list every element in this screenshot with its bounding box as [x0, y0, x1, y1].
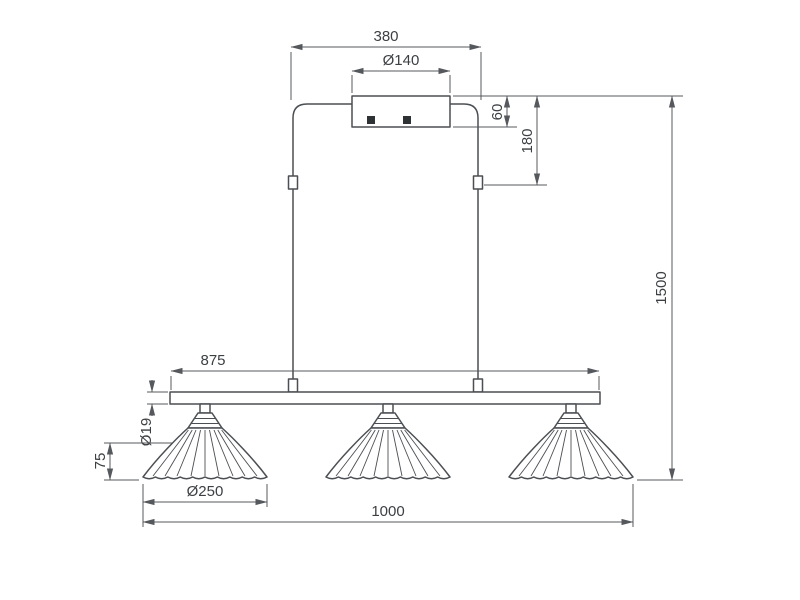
dim-tube-diameter-label: Ø19 [138, 418, 155, 446]
canopy-screw-left [367, 116, 375, 124]
shade-right [508, 403, 634, 480]
right-arm-rod [450, 103, 479, 392]
dim-canopy-diameter-label: Ø140 [383, 52, 420, 69]
rod-connector-lower-right [472, 378, 484, 393]
rod-connector-lower-left [287, 378, 299, 393]
dim-drop-to-joint-label: 180 [519, 128, 536, 153]
canopy-screw-right [403, 116, 411, 124]
dim-canopy-height-label: 60 [489, 104, 506, 121]
dimension-annotations: 380 Ø140 60 180 1500 875 [92, 28, 683, 527]
shade-left [142, 403, 268, 480]
dim-shade-diameter: Ø250 [142, 483, 268, 527]
rod-connector-upper-left [287, 175, 299, 190]
dim-shade-height-label: 75 [92, 453, 109, 470]
dim-bar-length-label: 875 [200, 352, 225, 369]
dim-shade-height: 75 [92, 442, 172, 481]
pendant-lamp-fixture [142, 95, 634, 480]
dim-span-top: 380 [290, 28, 482, 100]
dim-drop-to-joint: 180 [484, 95, 547, 186]
ceiling-canopy [351, 95, 451, 128]
dim-overall-height-label: 1500 [653, 271, 670, 304]
dim-span-top-label: 380 [373, 28, 398, 45]
dim-overall-width-label: 1000 [371, 503, 404, 520]
dim-canopy-diameter: Ø140 [351, 52, 451, 93]
support-bar [169, 391, 601, 405]
shade-middle [325, 403, 451, 480]
left-arm-rod [292, 103, 352, 392]
dim-bar-length: 875 [170, 352, 600, 390]
rod-connector-upper-right [472, 175, 484, 190]
dim-tube-diameter: Ø19 [138, 380, 168, 446]
dim-canopy-height: 60 [453, 95, 517, 128]
dim-overall-height: 1500 [453, 95, 683, 481]
dim-overall-width: 1000 [142, 484, 634, 527]
dim-shade-diameter-label: Ø250 [187, 483, 224, 500]
